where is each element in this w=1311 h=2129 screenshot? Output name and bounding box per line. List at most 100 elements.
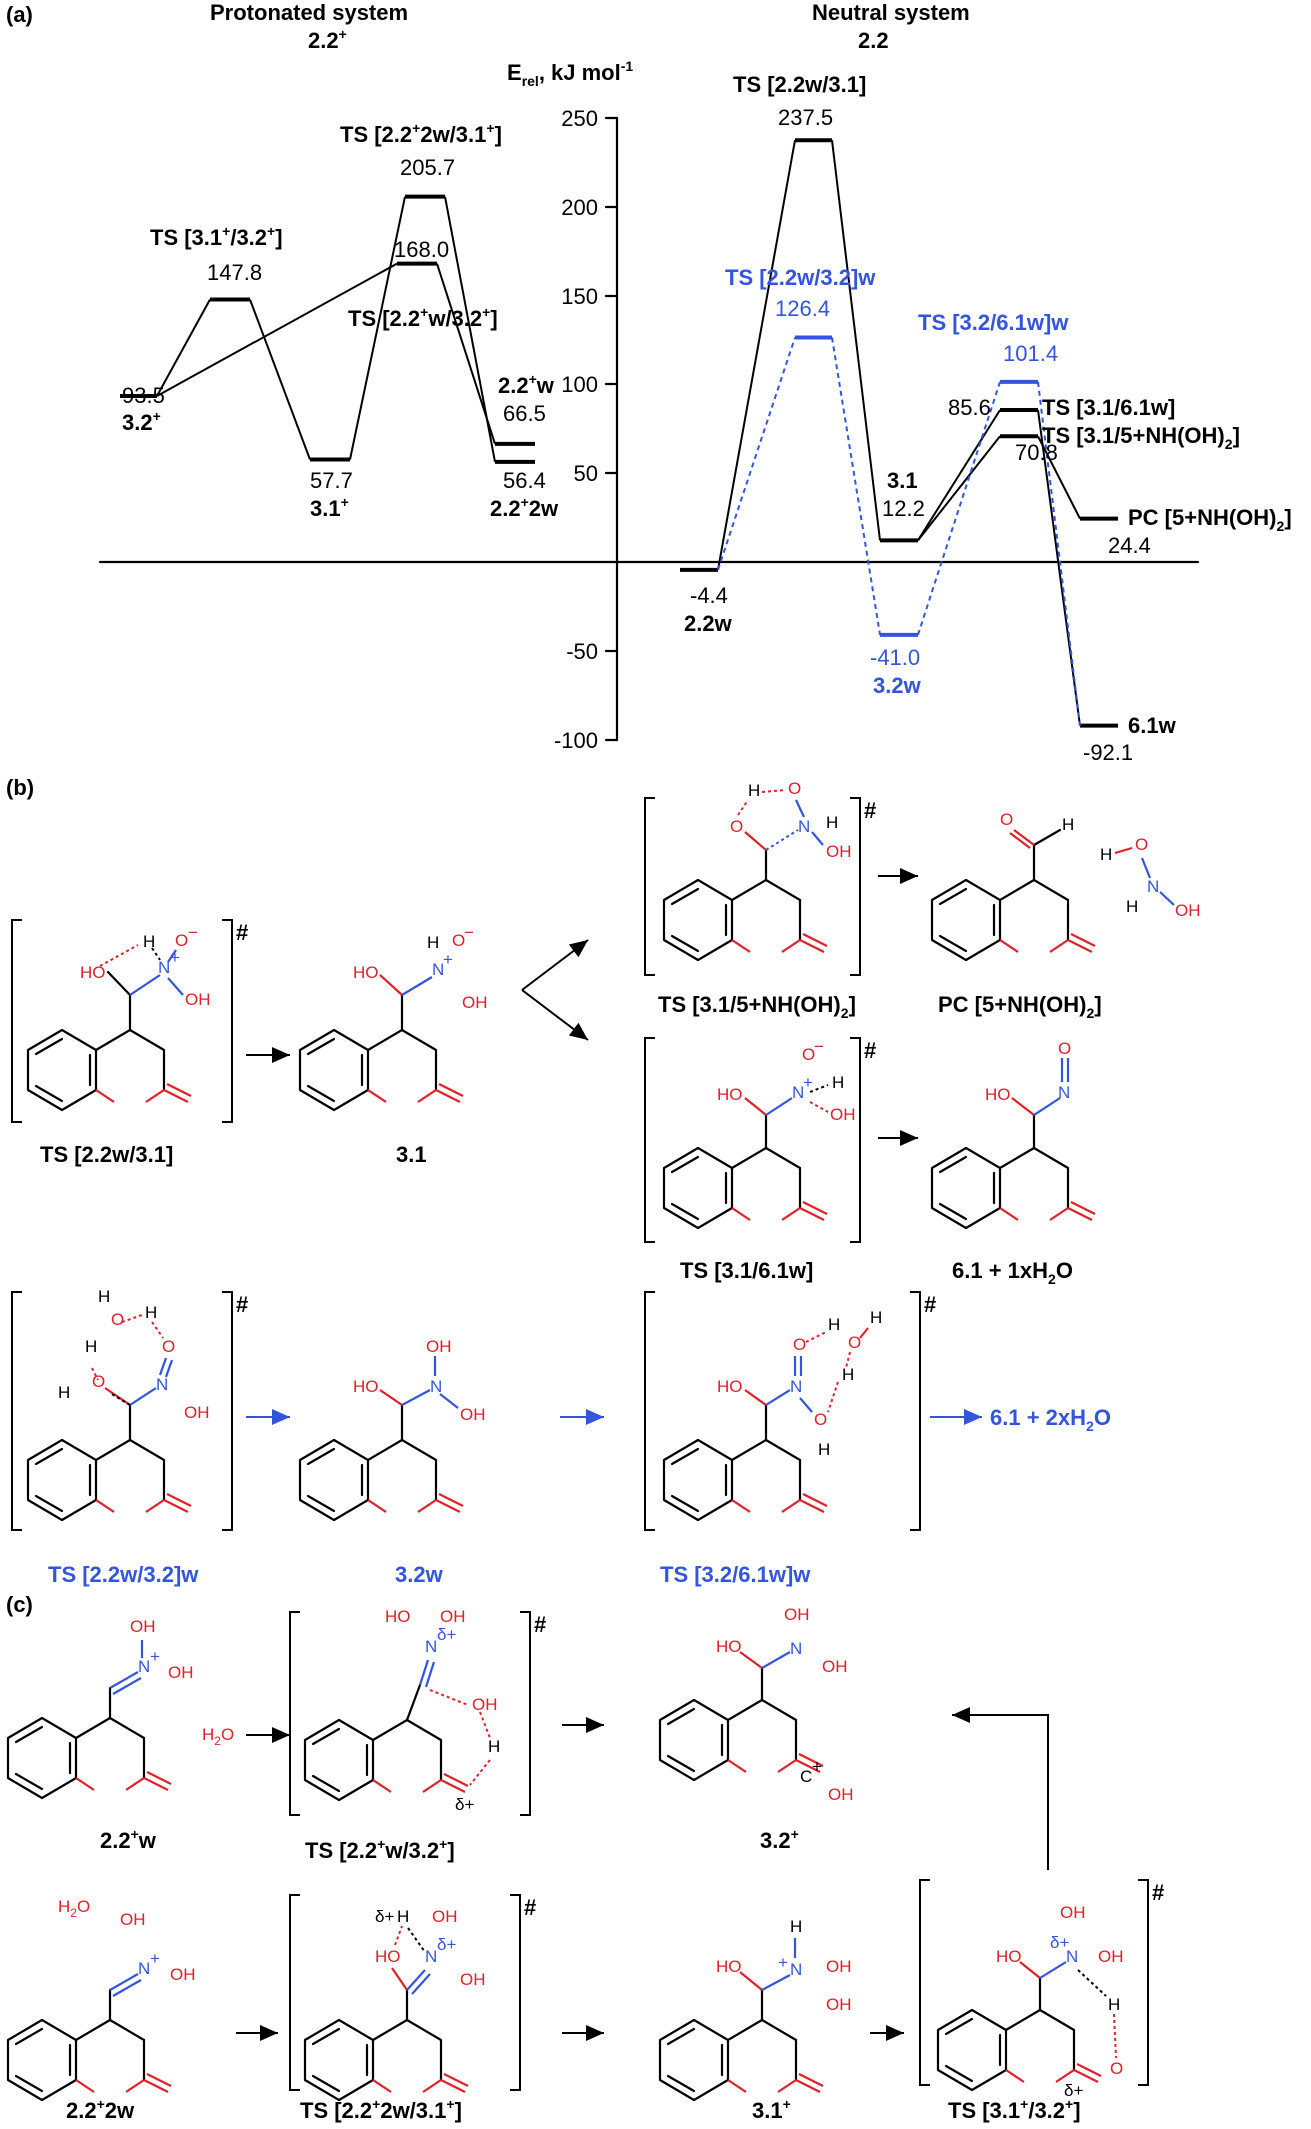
svg-text:O: O <box>111 1310 124 1329</box>
svg-text:O: O <box>814 1410 827 1429</box>
label-57-7: 57.7 <box>310 468 353 493</box>
svg-text:H: H <box>818 1440 830 1459</box>
svg-text:TS [3.2/6.1w]w: TS [3.2/6.1w]w <box>660 1562 811 1587</box>
svg-text:N: N <box>798 817 810 836</box>
svg-text:H: H <box>842 1365 854 1384</box>
svg-text:H: H <box>145 1303 157 1322</box>
label-minus-41-0: -41.0 <box>870 645 920 670</box>
svg-text:+: + <box>150 1949 160 1968</box>
structure-pc: O H H O N H OH PC [5+NH(OH)2] <box>930 810 1201 1021</box>
y-axis-ticks: 250 200 150 100 50 -50 -100 <box>554 106 619 753</box>
water-molecule-1: H2O <box>202 1725 234 1748</box>
svg-text:+: + <box>170 948 180 967</box>
tick-minus50: -50 <box>566 639 598 664</box>
svg-text:OH: OH <box>130 1617 156 1636</box>
svg-text:H: H <box>85 1337 97 1356</box>
svg-text:H: H <box>1062 815 1074 834</box>
svg-text:OH: OH <box>460 1405 486 1424</box>
label-minus-92-1: -92.1 <box>1083 740 1133 765</box>
tick-250: 250 <box>561 106 598 131</box>
svg-text:OH: OH <box>828 1785 854 1804</box>
label-3-1-plus: 3.1+ <box>310 494 349 521</box>
header-protonated: Protonated system <box>210 0 408 25</box>
connector-p2 <box>249 299 311 460</box>
svg-text:N: N <box>430 1377 442 1396</box>
label-237-5: 237.5 <box>778 105 833 130</box>
tick-100: 100 <box>561 372 598 397</box>
svg-text:+: + <box>812 1757 822 1776</box>
label-85-6: 85.6 <box>948 395 991 420</box>
connector-p5 <box>156 262 398 397</box>
svg-text:3.1: 3.1 <box>396 1142 427 1167</box>
header-protonated-species: 2.2+ <box>308 26 347 53</box>
svg-text:OH: OH <box>185 990 211 1009</box>
label-93-5: 93.5 <box>122 383 165 408</box>
svg-text:OH: OH <box>784 1605 810 1624</box>
svg-text:δ+: δ+ <box>437 1625 456 1644</box>
svg-text:−: − <box>814 1037 824 1056</box>
svg-text:O: O <box>1058 1039 1071 1058</box>
structure-ts-22w-32w: # O H H H O H N O OH TS [2.2w/3.2]w <box>11 1287 248 1587</box>
svg-text:N: N <box>138 1657 150 1676</box>
svg-text:O: O <box>1135 835 1148 854</box>
connector-w4 <box>1037 381 1081 726</box>
svg-text:6.1 + 1xH2O: 6.1 + 1xH2O <box>952 1258 1073 1287</box>
svg-text:HO: HO <box>985 1085 1011 1104</box>
svg-text:HO: HO <box>80 963 106 982</box>
structure-6-1: HO N O 6.1 + 1xH2O <box>930 1039 1097 1287</box>
connector-p6 <box>436 263 496 445</box>
connector-p1 <box>156 299 211 397</box>
svg-text:HO: HO <box>717 1377 743 1396</box>
svg-text:OH: OH <box>168 1663 194 1682</box>
svg-text:δ+: δ+ <box>455 1795 474 1814</box>
label-3-2w: 3.2w <box>873 673 922 698</box>
svg-text:N: N <box>1066 1947 1078 1966</box>
label-168-0: 168.0 <box>394 237 449 262</box>
svg-text:H: H <box>427 933 439 952</box>
svg-text:PC [5+NH(OH)2]: PC [5+NH(OH)2] <box>938 992 1102 1021</box>
svg-text:N: N <box>158 958 170 977</box>
label-56-4: 56.4 <box>503 468 546 493</box>
svg-text:#: # <box>1152 1880 1164 1905</box>
svg-text:N: N <box>1058 1083 1070 1102</box>
svg-text:C: C <box>800 1767 812 1786</box>
svg-text:OH: OH <box>170 1965 196 1984</box>
svg-text:H: H <box>1100 845 1112 864</box>
label-minus-4-4: -4.4 <box>690 583 728 608</box>
svg-text:O: O <box>1000 810 1013 829</box>
structure-2-2-plus-2w: N + OH H2O OH 2.2+2w <box>6 1897 196 2123</box>
svg-text:HO: HO <box>717 1085 743 1104</box>
svg-text:2.2+2w: 2.2+2w <box>66 2096 135 2123</box>
label-ts-31-32-plus: TS [3.1+/3.2+] <box>150 223 283 250</box>
label-147-8: 147.8 <box>207 260 262 285</box>
header-neutral: Neutral system <box>812 0 970 25</box>
label-66-5: 66.5 <box>503 401 546 426</box>
energy-levels <box>120 138 1118 728</box>
svg-text:δ+: δ+ <box>375 1907 394 1926</box>
structure-ts-31-5-nhoh2: # O H O N H OH TS [3.1/5+NH(OH)2] <box>644 779 876 1021</box>
protonated-labels: 93.5 3.2+ TS [3.1+/3.2+] 147.8 57.7 3.1+… <box>122 120 559 521</box>
svg-text:H: H <box>748 781 760 800</box>
svg-text:OH: OH <box>826 1957 852 1976</box>
svg-text:#: # <box>236 920 248 945</box>
svg-text:N: N <box>1147 877 1159 896</box>
label-2-2w: 2.2w <box>684 611 733 636</box>
svg-text:H: H <box>98 1287 110 1306</box>
svg-text:N: N <box>790 1960 802 1979</box>
svg-text:N: N <box>156 1375 168 1394</box>
tick-50: 50 <box>574 461 598 486</box>
svg-text:H: H <box>828 1315 840 1334</box>
svg-text:TS [2.2w/3.1]: TS [2.2w/3.1] <box>40 1142 173 1167</box>
svg-text:O: O <box>802 1045 815 1064</box>
label-ts-31-5-nhoh2: TS [3.1/5+NH(OH)2] <box>1042 423 1240 452</box>
svg-text:N: N <box>138 1959 150 1978</box>
label-3-1: 3.1 <box>887 468 918 493</box>
structure-ts-32-61w-w: # HO N O H O H H O H TS [3.2/6.1w]w <box>644 1291 936 1587</box>
connector-n3 <box>917 409 1001 541</box>
label-ts-31-61w: TS [3.1/6.1w] <box>1042 395 1175 420</box>
svg-text:2.2+w: 2.2+w <box>100 1826 157 1853</box>
label-3-2-plus: 3.2+ <box>122 408 161 435</box>
svg-text:TS [2.2w/3.2]w: TS [2.2w/3.2]w <box>48 1562 199 1587</box>
svg-text:O: O <box>162 1337 175 1356</box>
